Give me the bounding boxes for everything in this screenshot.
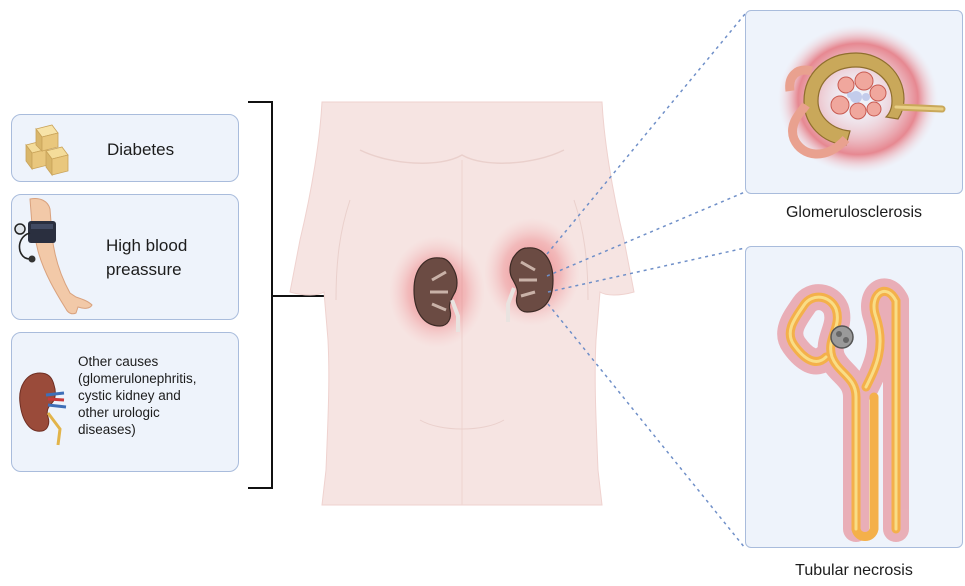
tubular-necrosis-caption: Tubular necrosis [745, 562, 963, 580]
glomerulosclerosis-caption: Glomerulosclerosis [745, 204, 963, 222]
glomerulosclerosis-panel [745, 10, 963, 194]
grouping-bracket [248, 102, 272, 488]
tubular-necrosis-panel [745, 246, 963, 548]
glomerulus-icon [746, 11, 964, 195]
nephron-icon [746, 247, 964, 549]
